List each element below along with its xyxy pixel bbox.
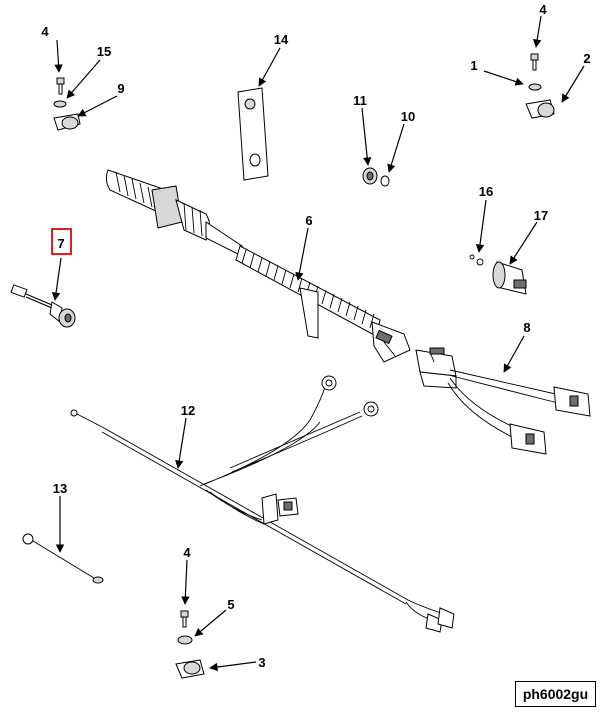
callout-17: 17 [534, 208, 548, 223]
callout-11: 11 [353, 93, 367, 108]
callout-4: 4 [41, 24, 49, 39]
leader-lines [51, 15, 585, 672]
callout-3: 3 [258, 655, 265, 670]
o-ring-part [380, 175, 390, 187]
callout-15: 15 [97, 44, 111, 59]
callout-4: 4 [183, 545, 191, 560]
callout-16: 16 [479, 184, 493, 199]
callout-7: 7 [57, 236, 64, 251]
callout-1: 1 [470, 58, 477, 73]
callout-6: 6 [305, 213, 312, 228]
callout-labels: 4 15 9 14 4 1 2 11 10 6 16 17 7 8 12 13 … [41, 2, 590, 670]
callout-8: 8 [523, 320, 530, 335]
wiring-harness-part [70, 375, 455, 633]
nut-part [362, 167, 378, 185]
callout-14: 14 [274, 32, 289, 47]
sensor-part [469, 254, 527, 295]
clamp-part [525, 99, 555, 119]
callout-4: 4 [539, 2, 547, 17]
callout-10: 10 [401, 109, 415, 124]
callout-9: 9 [117, 81, 124, 96]
screw-part [56, 77, 65, 95]
bracket-part [237, 87, 269, 181]
adapter-cable-part [10, 284, 76, 328]
ground-lead-part [22, 533, 104, 584]
y-harness-part [415, 347, 591, 455]
callout-2: 2 [583, 51, 590, 66]
washer-part [53, 100, 67, 108]
callout-12: 12 [181, 403, 195, 418]
washer-part [528, 83, 542, 91]
highlight-box [51, 228, 72, 255]
figure-id: ph6002gu [515, 681, 596, 707]
clamp-part [53, 113, 81, 131]
screw-part [180, 610, 189, 628]
washer-part [177, 635, 193, 645]
main-harness-part [105, 169, 411, 363]
callout-13: 13 [53, 481, 67, 496]
clamp-part [175, 659, 205, 679]
callout-5: 5 [227, 597, 234, 612]
screw-part [530, 53, 539, 71]
